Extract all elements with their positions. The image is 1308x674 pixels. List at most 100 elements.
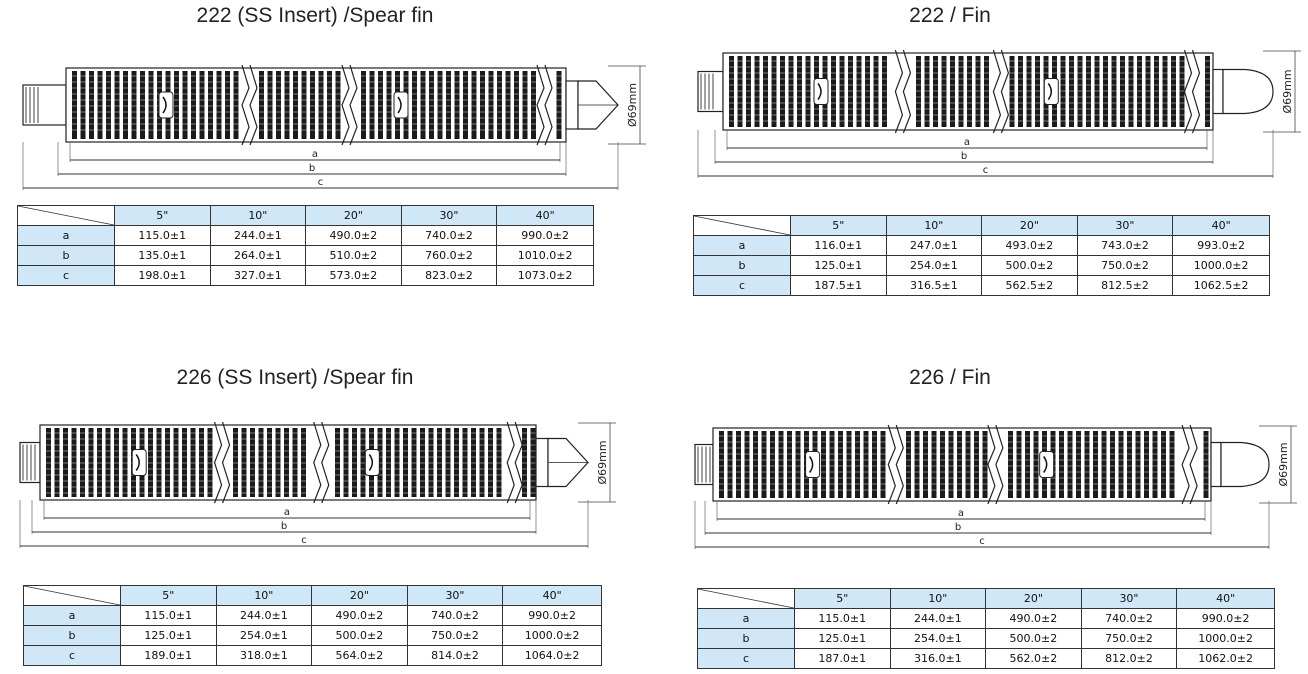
table-cell: 510.0±2 <box>305 245 402 266</box>
panel-title: 226 (SS Insert) /Spear fin <box>176 366 414 389</box>
table-cell: 573.0±2 <box>305 265 402 286</box>
table-header-row: 5"10"20"30"40" <box>17 205 594 226</box>
table-cell: 125.0±1 <box>794 628 891 649</box>
table-cell: 812.5±2 <box>1076 275 1174 296</box>
dimension-label: b <box>955 522 961 533</box>
filter-cartridge-drawing: Ø69mm ab c <box>19 421 616 548</box>
column-header: 10" <box>215 585 313 606</box>
dimension-line-b: b <box>714 130 1214 164</box>
table-cell: 1000.0±2 <box>502 625 602 646</box>
table-cell: 1064.0±2 <box>502 645 602 666</box>
diameter-dimension: Ø69mm <box>578 422 616 503</box>
column-header: 40" <box>1172 215 1270 236</box>
diameter-label: Ø69mm <box>1277 442 1290 486</box>
row-label: a <box>697 608 795 629</box>
dimension-label: a <box>964 137 970 148</box>
column-header: 40" <box>1176 588 1275 609</box>
table-cell: 743.0±2 <box>1076 235 1174 256</box>
table-cell: 562.5±2 <box>981 275 1078 296</box>
dimension-line-c: c <box>19 500 589 548</box>
dimension-line-c: c <box>694 501 1270 549</box>
dimension-line-a: a <box>69 142 561 162</box>
table-cell: 316.0±1 <box>889 648 987 669</box>
table-cell: 327.0±1 <box>209 265 307 286</box>
table-cell: 125.0±1 <box>790 255 887 276</box>
table-cell: 1073.0±2 <box>496 265 594 286</box>
table-cell: 318.0±1 <box>215 645 313 666</box>
table-cell: 244.0±1 <box>209 225 307 246</box>
column-header: 30" <box>400 205 498 226</box>
column-header: 10" <box>209 205 307 226</box>
table-cell: 993.0±2 <box>1172 235 1270 256</box>
dimension-label: c <box>301 535 307 546</box>
dimension-label: c <box>979 536 985 547</box>
row-label: c <box>23 645 121 666</box>
column-header: 40" <box>502 585 602 606</box>
table-cell: 750.0±2 <box>406 625 504 646</box>
panel-title: 222 (SS Insert) /Spear fin <box>196 4 434 27</box>
table-cell: 740.0±2 <box>406 605 504 626</box>
table-cell: 187.0±1 <box>794 648 891 669</box>
table-corner-cell <box>23 585 121 606</box>
table-cell: 990.0±2 <box>496 225 594 246</box>
brand-logo-icon <box>813 78 1059 105</box>
table-corner-cell <box>697 588 795 609</box>
pleated-media-body <box>722 49 1214 134</box>
diameter-dimension: Ø69mm <box>608 65 646 145</box>
table-cell: 564.0±2 <box>311 645 408 666</box>
table-cell: 316.5±1 <box>885 275 983 296</box>
round-fin-icon <box>1212 68 1274 115</box>
table-cell: 1062.5±2 <box>1172 275 1270 296</box>
column-header: 30" <box>406 585 504 606</box>
table-cell: 115.0±1 <box>794 608 891 629</box>
column-header: 5" <box>114 205 211 226</box>
dimension-line-a: a <box>716 501 1206 521</box>
end-connector-icon <box>19 441 41 484</box>
table-cell: 490.0±2 <box>305 225 402 246</box>
pleated-media-body <box>39 421 537 504</box>
dimension-label: a <box>284 507 290 518</box>
dimension-line-b: b <box>31 500 537 534</box>
pleated-media-body <box>712 424 1212 505</box>
diameter-label: Ø69mm <box>596 440 609 484</box>
table-cell: 198.0±1 <box>114 265 211 286</box>
diameter-dimension: Ø69mm <box>1263 50 1301 133</box>
column-header: 20" <box>985 588 1082 609</box>
table-cell: 115.0±1 <box>120 605 217 626</box>
table-cell: 1000.0±2 <box>1176 628 1275 649</box>
round-fin-icon <box>1210 441 1270 488</box>
row-label: c <box>17 265 115 286</box>
table-cell: 116.0±1 <box>790 235 887 256</box>
table-cell: 990.0±2 <box>502 605 602 626</box>
table-cell: 115.0±1 <box>114 225 211 246</box>
table-cell: 189.0±1 <box>120 645 217 666</box>
row-label: a <box>17 225 115 246</box>
column-header: 20" <box>305 205 402 226</box>
table-cell: 254.0±1 <box>215 625 313 646</box>
brand-logo-icon <box>158 91 409 119</box>
column-header: 30" <box>1080 588 1178 609</box>
table-cell: 247.0±1 <box>885 235 983 256</box>
table-cell: 493.0±2 <box>981 235 1078 256</box>
dimension-label: b <box>309 163 315 174</box>
column-header: 10" <box>889 588 987 609</box>
table-cell: 244.0±1 <box>215 605 313 626</box>
dimension-line-a: a <box>43 500 531 520</box>
table-cell: 254.0±1 <box>889 628 987 649</box>
dimension-label: a <box>958 508 964 519</box>
dimension-label: b <box>281 521 287 532</box>
table-header-row: 5"10"20"30"40" <box>693 215 1270 236</box>
